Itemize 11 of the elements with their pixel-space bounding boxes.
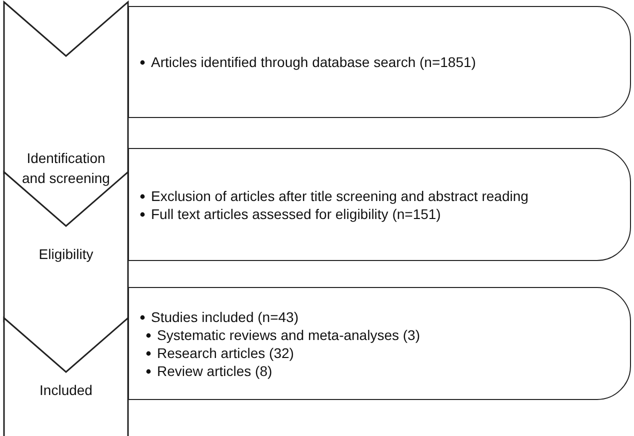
step-label: Eligibility — [38, 245, 94, 264]
bullet-item: Articles identified through database search (n=1851) — [151, 54, 476, 70]
step-label: Included — [38, 381, 94, 400]
bullet-item: Studies included (n=43) — [151, 308, 298, 324]
bullet-item: Review articles (8) — [157, 362, 272, 378]
bullet-item: Exclusion of articles after title screening and abstract reading — [151, 188, 528, 204]
bullet-item: Systematic reviews and meta-analyses (3) — [157, 326, 420, 342]
bullet-item: Research articles (32) — [157, 344, 294, 360]
content-box — [128, 6, 631, 118]
step-label: Identification and screening — [21, 149, 111, 188]
bullet-item: Full text articles assessed for eligibility (n=151) — [151, 206, 441, 222]
